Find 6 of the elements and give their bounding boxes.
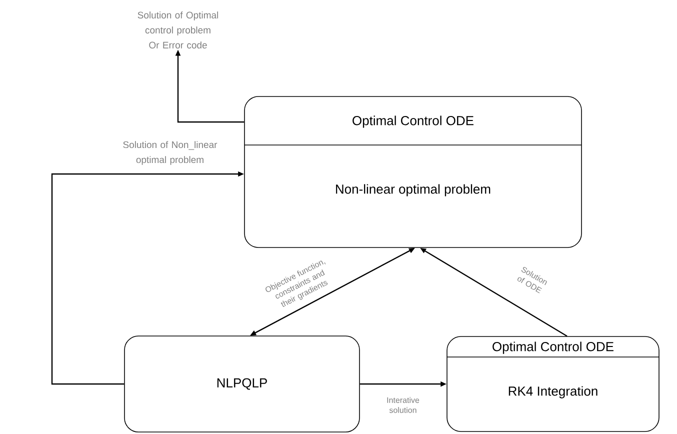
process-box: Optimal Control ODE Non-linear optimal problem: [244, 96, 582, 248]
process-box: NLPQLP: [124, 336, 360, 432]
edge-label: Interative solution: [387, 397, 420, 413]
edge-label: Solution of Non_linear optimal problem: [123, 141, 218, 165]
process-box: Optimal Control ODE RK4 Integration: [446, 336, 660, 432]
output-text: Solution of Optimal control problem Or Error code: [138, 12, 218, 48]
